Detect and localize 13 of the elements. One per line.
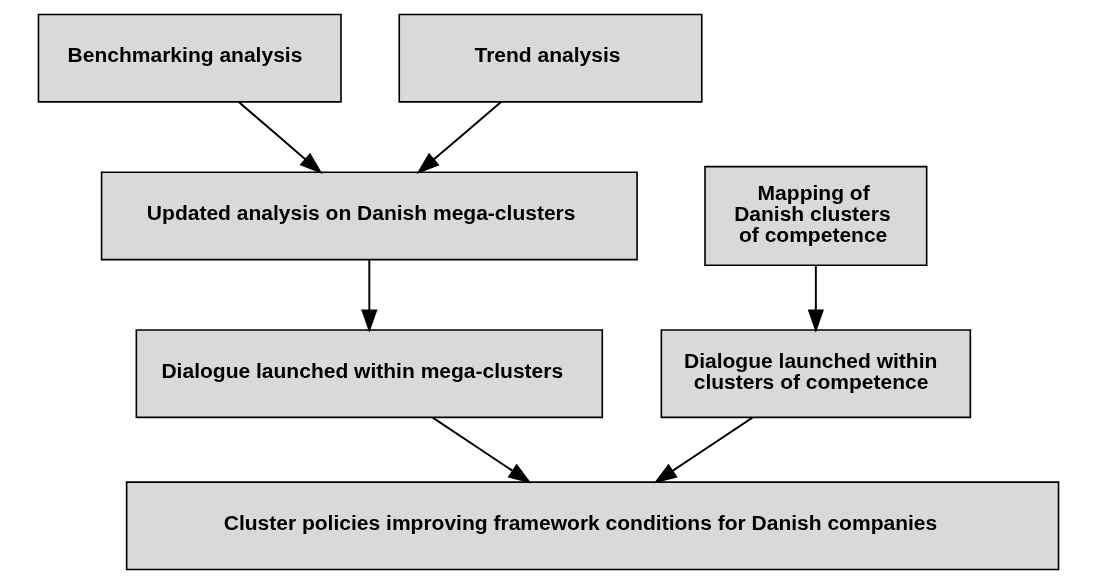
node-box: Cluster policies improving framework conditions for Danish companies bbox=[125, 481, 1059, 571]
node-box: Trend analysis bbox=[397, 13, 703, 103]
node-box: Dialogue launched within mega-clusters bbox=[135, 329, 603, 419]
arrow bbox=[807, 264, 824, 333]
arrow bbox=[653, 416, 753, 484]
node-box: Dialogue launched within clusters of competence bbox=[660, 329, 971, 419]
arrow bbox=[360, 258, 377, 333]
arrow bbox=[431, 416, 531, 484]
node-box: Benchmarking analysis bbox=[37, 13, 342, 103]
node-box: Mapping of Danish clusters of competence bbox=[703, 165, 927, 267]
arrow bbox=[416, 101, 502, 175]
node-box: Updated analysis on Danish mega-clusters bbox=[100, 171, 638, 261]
arrow bbox=[237, 101, 323, 175]
